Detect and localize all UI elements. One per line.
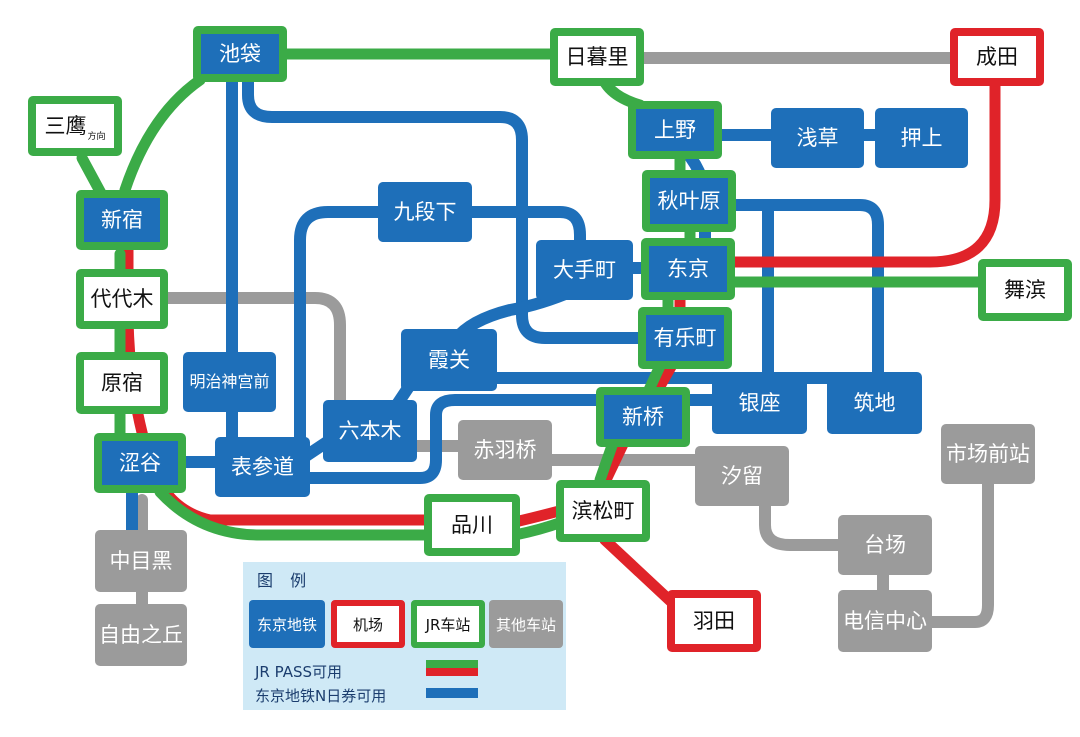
station-omotesando[interactable]: 表参道 bbox=[215, 437, 310, 497]
station-kudanshita[interactable]: 九段下 bbox=[378, 182, 472, 242]
station-asakusa[interactable]: 浅草 bbox=[771, 108, 864, 168]
legend-metro-pass-label: 东京地铁N日券可用 bbox=[255, 687, 387, 705]
legend-metro-pass-swatch bbox=[426, 688, 478, 698]
station-yoyogi[interactable]: 代代木 bbox=[76, 269, 168, 329]
station-roppongi[interactable]: 六本木 bbox=[323, 400, 417, 462]
legend-jr-pass-swatch bbox=[426, 660, 478, 676]
station-nippori[interactable]: 日暮里 bbox=[550, 28, 644, 86]
station-narita[interactable]: 成田 bbox=[950, 28, 1044, 86]
station-shibuya[interactable]: 涩谷 bbox=[94, 433, 186, 493]
station-hamamatsucho[interactable]: 滨松町 bbox=[556, 480, 650, 542]
station-harajuku[interactable]: 原宿 bbox=[76, 352, 168, 414]
station-shiodome[interactable]: 汐留 bbox=[695, 446, 789, 506]
station-yurakucho[interactable]: 有乐町 bbox=[638, 307, 732, 369]
station-akabanebashi[interactable]: 赤羽桥 bbox=[458, 420, 552, 480]
station-akihabara[interactable]: 秋叶原 bbox=[642, 170, 736, 232]
line-ikebukuro-shinjuku bbox=[119, 74, 206, 196]
station-shinagawa[interactable]: 品川 bbox=[424, 494, 520, 556]
line-omotesando-ginza bbox=[304, 394, 726, 484]
station-kasumigaseki[interactable]: 霞关 bbox=[401, 329, 497, 391]
station-haneda[interactable]: 羽田 bbox=[667, 590, 761, 652]
line-telecom-shichijomae bbox=[924, 474, 994, 628]
station-shinjuku[interactable]: 新宿 bbox=[76, 190, 168, 250]
station-maihama[interactable]: 舞滨 bbox=[978, 259, 1072, 321]
station-mitaka-suffix: 方向 bbox=[87, 131, 106, 142]
station-ikebukuro[interactable]: 池袋 bbox=[193, 26, 287, 82]
legend-airport: 机场 bbox=[331, 600, 405, 648]
line-tokyo-narita bbox=[724, 79, 1001, 268]
legend-other: 其他车站 bbox=[489, 600, 563, 648]
station-ginza[interactable]: 银座 bbox=[712, 372, 807, 434]
station-nakameguro[interactable]: 中目黑 bbox=[95, 530, 187, 592]
line-ikebukuro-yurakucho bbox=[242, 64, 654, 344]
legend-jr-pass-label: JR PASS可用 bbox=[255, 663, 343, 681]
line-shibuya-shinagawa-green bbox=[154, 486, 436, 541]
legend-jr: JR车站 bbox=[411, 600, 485, 648]
station-shichijomae[interactable]: 市场前站 bbox=[941, 424, 1035, 484]
line-yoyogi-roppongi bbox=[159, 292, 346, 426]
station-ueno[interactable]: 上野 bbox=[628, 101, 722, 159]
station-otemachi[interactable]: 大手町 bbox=[536, 240, 633, 300]
station-oshiage[interactable]: 押上 bbox=[875, 108, 968, 168]
line-kudanshita-otemachi bbox=[464, 206, 586, 251]
station-tokyo[interactable]: 东京 bbox=[641, 238, 735, 300]
station-daiba[interactable]: 台场 bbox=[838, 515, 932, 575]
station-mitaka-label: 三鹰 bbox=[44, 113, 87, 138]
station-jiyugaoka[interactable]: 自由之丘 bbox=[95, 604, 187, 666]
legend-metro: 东京地铁 bbox=[249, 600, 325, 648]
station-tsukiji[interactable]: 筑地 bbox=[827, 372, 922, 434]
line-mitaka-shinjuku bbox=[76, 152, 108, 201]
line-shiodome-daiba bbox=[759, 494, 846, 551]
line-hamamatsucho-shinbashi-red bbox=[599, 434, 631, 488]
station-meijijingumae[interactable]: 明治神宫前 bbox=[183, 352, 276, 412]
legend: 图 例 东京地铁 机场 JR车站 其他车站 JR PASS可用 东京地铁N日券可… bbox=[243, 562, 566, 710]
station-shinbashi[interactable]: 新桥 bbox=[596, 387, 690, 447]
line-omotesando-kudanshita bbox=[294, 206, 396, 451]
line-akihabara-tsukiji bbox=[724, 199, 884, 386]
station-telecom[interactable]: 电信中心 bbox=[838, 590, 932, 652]
legend-title: 图 例 bbox=[257, 571, 313, 590]
station-mitaka[interactable]: 三鹰方向 bbox=[28, 96, 122, 156]
